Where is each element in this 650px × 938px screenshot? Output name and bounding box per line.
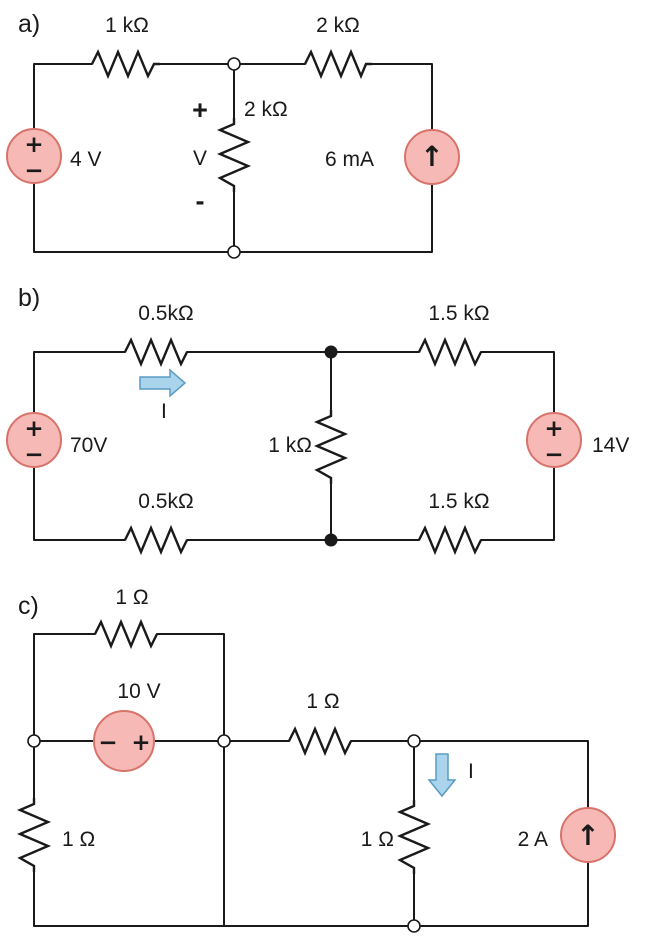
node-c-right bbox=[407, 734, 421, 748]
plus-sign-b-right: + bbox=[544, 416, 563, 442]
label-c-vsrc: 10 V bbox=[117, 680, 160, 703]
resistor-a-2k-mid bbox=[216, 118, 252, 192]
label-c-isrc: 2 A bbox=[518, 828, 548, 851]
wire-a-right-bottom bbox=[238, 182, 433, 253]
part-label-a: a) bbox=[18, 10, 40, 38]
current-source-a bbox=[404, 129, 460, 185]
part-label-c: c) bbox=[18, 592, 39, 620]
label-b-current: I bbox=[161, 400, 167, 423]
wire-b-bottom-right bbox=[480, 466, 555, 541]
label-c-r-series: 1 Ω bbox=[306, 690, 339, 713]
resistor-c-series bbox=[287, 725, 353, 757]
wire-a-top-left bbox=[33, 63, 93, 131]
voltage-source-b-right bbox=[526, 412, 582, 468]
up-arrow-icon: ↑ bbox=[420, 140, 443, 173]
label-b-vsrc-left: 70V bbox=[70, 434, 107, 457]
resistor-b-05k-top bbox=[123, 336, 189, 368]
resistor-c-right bbox=[396, 800, 432, 874]
node-b-top bbox=[324, 345, 338, 359]
label-a-v: V bbox=[193, 147, 207, 170]
label-b-r-middle: 1 kΩ bbox=[268, 434, 312, 457]
wire-c-top-loop-left bbox=[33, 633, 96, 737]
wire-b-top-right bbox=[480, 351, 555, 414]
wire-c-right-bottom bbox=[418, 861, 589, 927]
voltage-source-a bbox=[6, 128, 62, 184]
circuit-a: a) + − ↑ 1 kΩ 2 kΩ 2 kΩ 4 V 6 mA + V - bbox=[6, 10, 460, 259]
current-arrow-icon-b bbox=[139, 368, 187, 398]
up-arrow-icon: ↑ bbox=[576, 819, 599, 852]
current-arrow-icon-c bbox=[427, 753, 457, 798]
label-b-r-top-left: 0.5kΩ bbox=[138, 302, 193, 325]
label-c-r-top: 1 Ω bbox=[115, 586, 148, 609]
resistor-b-1k bbox=[313, 410, 349, 484]
label-a-v-minus: - bbox=[196, 186, 205, 216]
label-a-r3: 2 kΩ bbox=[244, 98, 288, 121]
part-label-b: b) bbox=[18, 284, 40, 312]
label-c-r-right: 1 Ω bbox=[361, 828, 394, 851]
minus-sign-b-right: − bbox=[544, 442, 563, 468]
node-a-top bbox=[227, 57, 241, 71]
label-a-v-plus: + bbox=[192, 95, 208, 125]
node-c-bottom bbox=[407, 919, 421, 933]
label-b-vsrc-right: 14V bbox=[592, 434, 629, 457]
circuit-c: c) − + ↑ I 1 Ω bbox=[16, 586, 616, 933]
wire-b-top-left bbox=[33, 351, 126, 414]
node-c-left bbox=[27, 734, 41, 748]
resistor-a-2k-top bbox=[303, 48, 372, 80]
label-c-r-left: 1 Ω bbox=[62, 828, 95, 851]
label-b-r-top-right: 1.5 kΩ bbox=[428, 302, 489, 325]
resistor-c-left bbox=[16, 798, 52, 872]
label-a-isrc: 6 mA bbox=[325, 148, 374, 171]
wire-b-bottom-left bbox=[33, 466, 126, 541]
wire-a-left-bottom bbox=[33, 182, 230, 253]
node-a-bottom bbox=[227, 245, 241, 259]
wire-c-right-top bbox=[418, 740, 589, 809]
circuit-b: b) + − + − I 0.5kΩ 1.5 kΩ 0.5kΩ 1.5 k bbox=[6, 284, 629, 556]
plus-sign-b-left: + bbox=[24, 416, 43, 442]
wire-a-right-top bbox=[371, 63, 433, 131]
wire-c-left-bottom bbox=[33, 871, 410, 927]
label-a-vsrc: 4 V bbox=[70, 148, 102, 171]
plus-sign-c-src: + bbox=[131, 730, 150, 756]
label-b-r-bottom-left: 0.5kΩ bbox=[138, 490, 193, 513]
label-a-r2: 2 kΩ bbox=[316, 14, 360, 37]
minus-sign-c-src: − bbox=[98, 730, 117, 756]
node-c-mid bbox=[217, 734, 231, 748]
wire-c-top-loop-right bbox=[156, 633, 225, 737]
label-c-current: I bbox=[468, 760, 474, 783]
resistor-c-top bbox=[93, 618, 159, 650]
node-b-bottom bbox=[324, 533, 338, 547]
resistor-b-15k-bottom bbox=[417, 524, 483, 556]
label-a-r1: 1 kΩ bbox=[105, 14, 149, 37]
voltage-source-c bbox=[93, 710, 155, 772]
minus-sign-a-src: − bbox=[24, 158, 43, 184]
plus-sign-a-src: + bbox=[24, 132, 43, 158]
label-b-r-bottom-right: 1.5 kΩ bbox=[428, 490, 489, 513]
voltage-source-b-left bbox=[6, 412, 62, 468]
resistor-a-1k bbox=[90, 48, 160, 80]
resistor-b-15k-top bbox=[417, 336, 483, 368]
minus-sign-b-left: − bbox=[24, 442, 43, 468]
resistor-b-05k-bottom bbox=[123, 524, 189, 556]
current-source-c bbox=[560, 807, 616, 863]
